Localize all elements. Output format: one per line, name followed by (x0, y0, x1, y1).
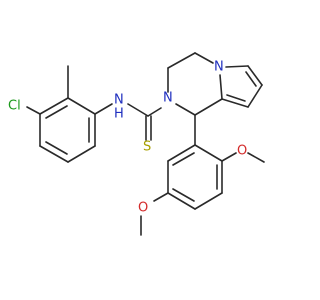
bond-ring-a-5 (39, 145, 69, 163)
bond-c1-n-ring (175, 103, 196, 116)
bond-ring-b-inner-3 (172, 152, 195, 166)
bonds (26, 52, 265, 236)
bond-cl (26, 106, 41, 115)
structure-canvas: Cl N H N N S O O (8, 52, 265, 236)
bond-ring-a-inner-1 (45, 105, 68, 119)
bond-ring-a-2 (67, 97, 96, 115)
atom-label-cl: Cl (8, 99, 21, 114)
bond-npyr-c5 (225, 65, 249, 68)
bond-ring-b-1 (194, 144, 223, 162)
atom-label-nh-h: H (114, 107, 124, 122)
bond-npyr-c8a (219, 74, 223, 100)
atom-label-nh-n: N (114, 93, 124, 108)
bond-ch2b-npyr (194, 52, 214, 64)
bond-ring-a-inner-3 (45, 141, 68, 155)
bond-aryl-nh (94, 103, 113, 115)
bond-c8a-c1 (194, 98, 223, 116)
bond-ring-b-inner-2 (172, 188, 195, 202)
bond-c7-c8a (221, 98, 249, 108)
atom-label-o-lower: O (138, 201, 148, 216)
bond-c-n-ring (147, 107, 162, 117)
atom-label-o-upper: O (237, 144, 247, 159)
bond-pyrrole-inner-2 (226, 94, 246, 102)
bond-ring-b-3 (194, 192, 223, 210)
bond-ch2a-ch2b (167, 52, 196, 69)
bond-nh-c (127, 103, 149, 117)
bond-pyrrole-inner-1 (245, 71, 257, 87)
atom-label-n-pyrrole: N (214, 60, 224, 75)
atom-labels: Cl N H N N S O O (8, 60, 247, 216)
molecule-drawing: Cl N H N N S O O (8, 52, 265, 236)
bond-o-upper-ring (221, 152, 237, 162)
atom-label-n-thioamide: N (163, 91, 173, 106)
atom-label-s: S (143, 140, 151, 155)
bond-ring-a-1 (39, 97, 69, 115)
bond-c6-c7 (247, 84, 263, 108)
bond-ring-b-4 (167, 192, 196, 210)
bond-o-lower-ring (153, 192, 169, 202)
bond-o-upper-me (247, 152, 265, 163)
bond-ring-a-4 (67, 145, 96, 163)
bond-c5-c6 (247, 65, 263, 86)
bond-ring-b-6 (167, 144, 196, 162)
